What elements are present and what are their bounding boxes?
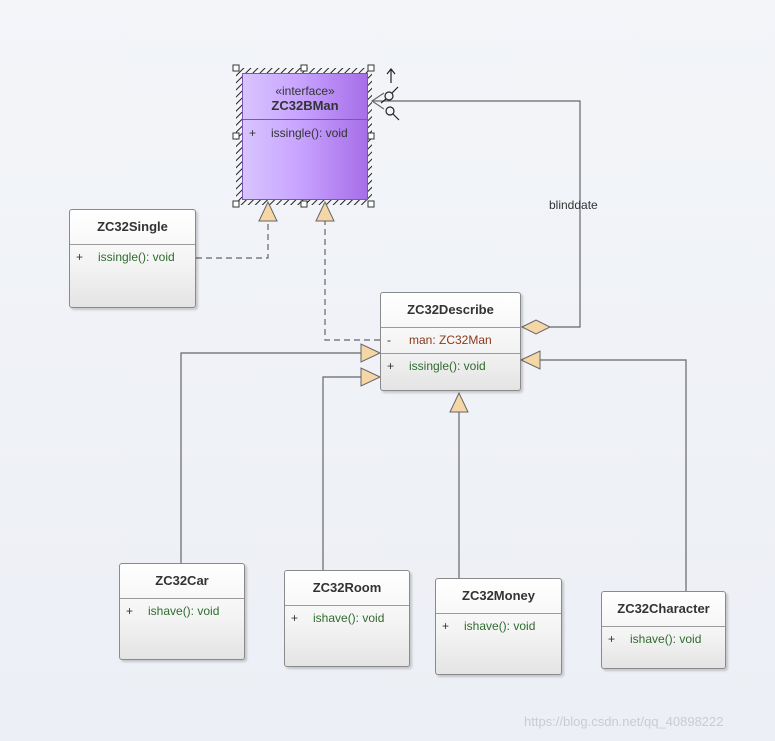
class-name: ZC32Describe	[381, 293, 520, 328]
operation-row: +ishave(): void	[291, 611, 385, 625]
operation-row: +ishave(): void	[126, 604, 220, 618]
interface-operations: +issingle(): void	[243, 120, 367, 146]
interface-name: ZC32BMan	[243, 98, 367, 120]
class-zc32describe[interactable]: ZC32Describe -man: ZC32Man +issingle(): …	[380, 292, 521, 391]
class-operations: +ishave(): void	[120, 599, 244, 624]
generalization-money-arrowhead	[449, 391, 469, 413]
generalization-character-arrowhead	[519, 350, 541, 370]
class-zc32single[interactable]: ZC32Single +issingle(): void	[69, 209, 196, 308]
class-name: ZC32Single	[70, 210, 195, 245]
class-operations: +ishave(): void	[436, 614, 561, 639]
realization-describe-line	[324, 220, 380, 341]
class-name: ZC32Car	[120, 564, 244, 599]
realization-single-arrowhead	[258, 200, 278, 222]
class-operations: +issingle(): void	[70, 245, 195, 270]
class-zc32room[interactable]: ZC32Room +ishave(): void	[284, 570, 410, 667]
watermark: https://blog.csdn.net/qq_40898222	[524, 714, 724, 729]
operation-row: +issingle(): void	[76, 250, 175, 264]
generalization-car-arrowhead	[360, 343, 382, 363]
interface-stereotype: «interface»	[275, 84, 335, 98]
zoom-icon[interactable]	[385, 106, 400, 121]
link-tool-icon[interactable]	[380, 86, 399, 104]
generalization-room-line	[322, 376, 362, 570]
class-name: ZC32Character	[602, 592, 725, 627]
operation-row: +issingle(): void	[387, 359, 486, 373]
generalization-car-line	[180, 352, 362, 563]
generalization-character-line	[540, 359, 687, 591]
class-zc32money[interactable]: ZC32Money +ishave(): void	[435, 578, 562, 675]
class-name: ZC32Money	[436, 579, 561, 614]
realization-describe-arrowhead	[315, 200, 335, 222]
move-arrow-icon[interactable]	[386, 68, 396, 83]
attribute-row: -man: ZC32Man	[387, 333, 492, 347]
class-operations: +ishave(): void	[602, 627, 725, 652]
class-zc32character[interactable]: ZC32Character +ishave(): void	[601, 591, 726, 669]
class-operations: +ishave(): void	[285, 606, 409, 631]
class-zc32car[interactable]: ZC32Car +ishave(): void	[119, 563, 245, 660]
realization-single-line	[196, 220, 269, 259]
class-name: ZC32Room	[285, 571, 409, 606]
operation-row: +ishave(): void	[608, 632, 702, 646]
association-label: blinddate	[549, 198, 598, 212]
class-operations: +issingle(): void	[381, 354, 520, 379]
operation-row: +ishave(): void	[442, 619, 536, 633]
operation-row: +issingle(): void	[249, 126, 348, 140]
association-blinddate-line	[372, 100, 581, 328]
aggregation-diamond	[520, 319, 552, 335]
generalization-room-arrowhead	[360, 367, 382, 387]
class-attributes: -man: ZC32Man	[381, 328, 520, 354]
association-arrow-open	[370, 92, 385, 110]
interface-zc32bman[interactable]: «interface» ZC32BMan +issingle(): void	[242, 73, 368, 200]
